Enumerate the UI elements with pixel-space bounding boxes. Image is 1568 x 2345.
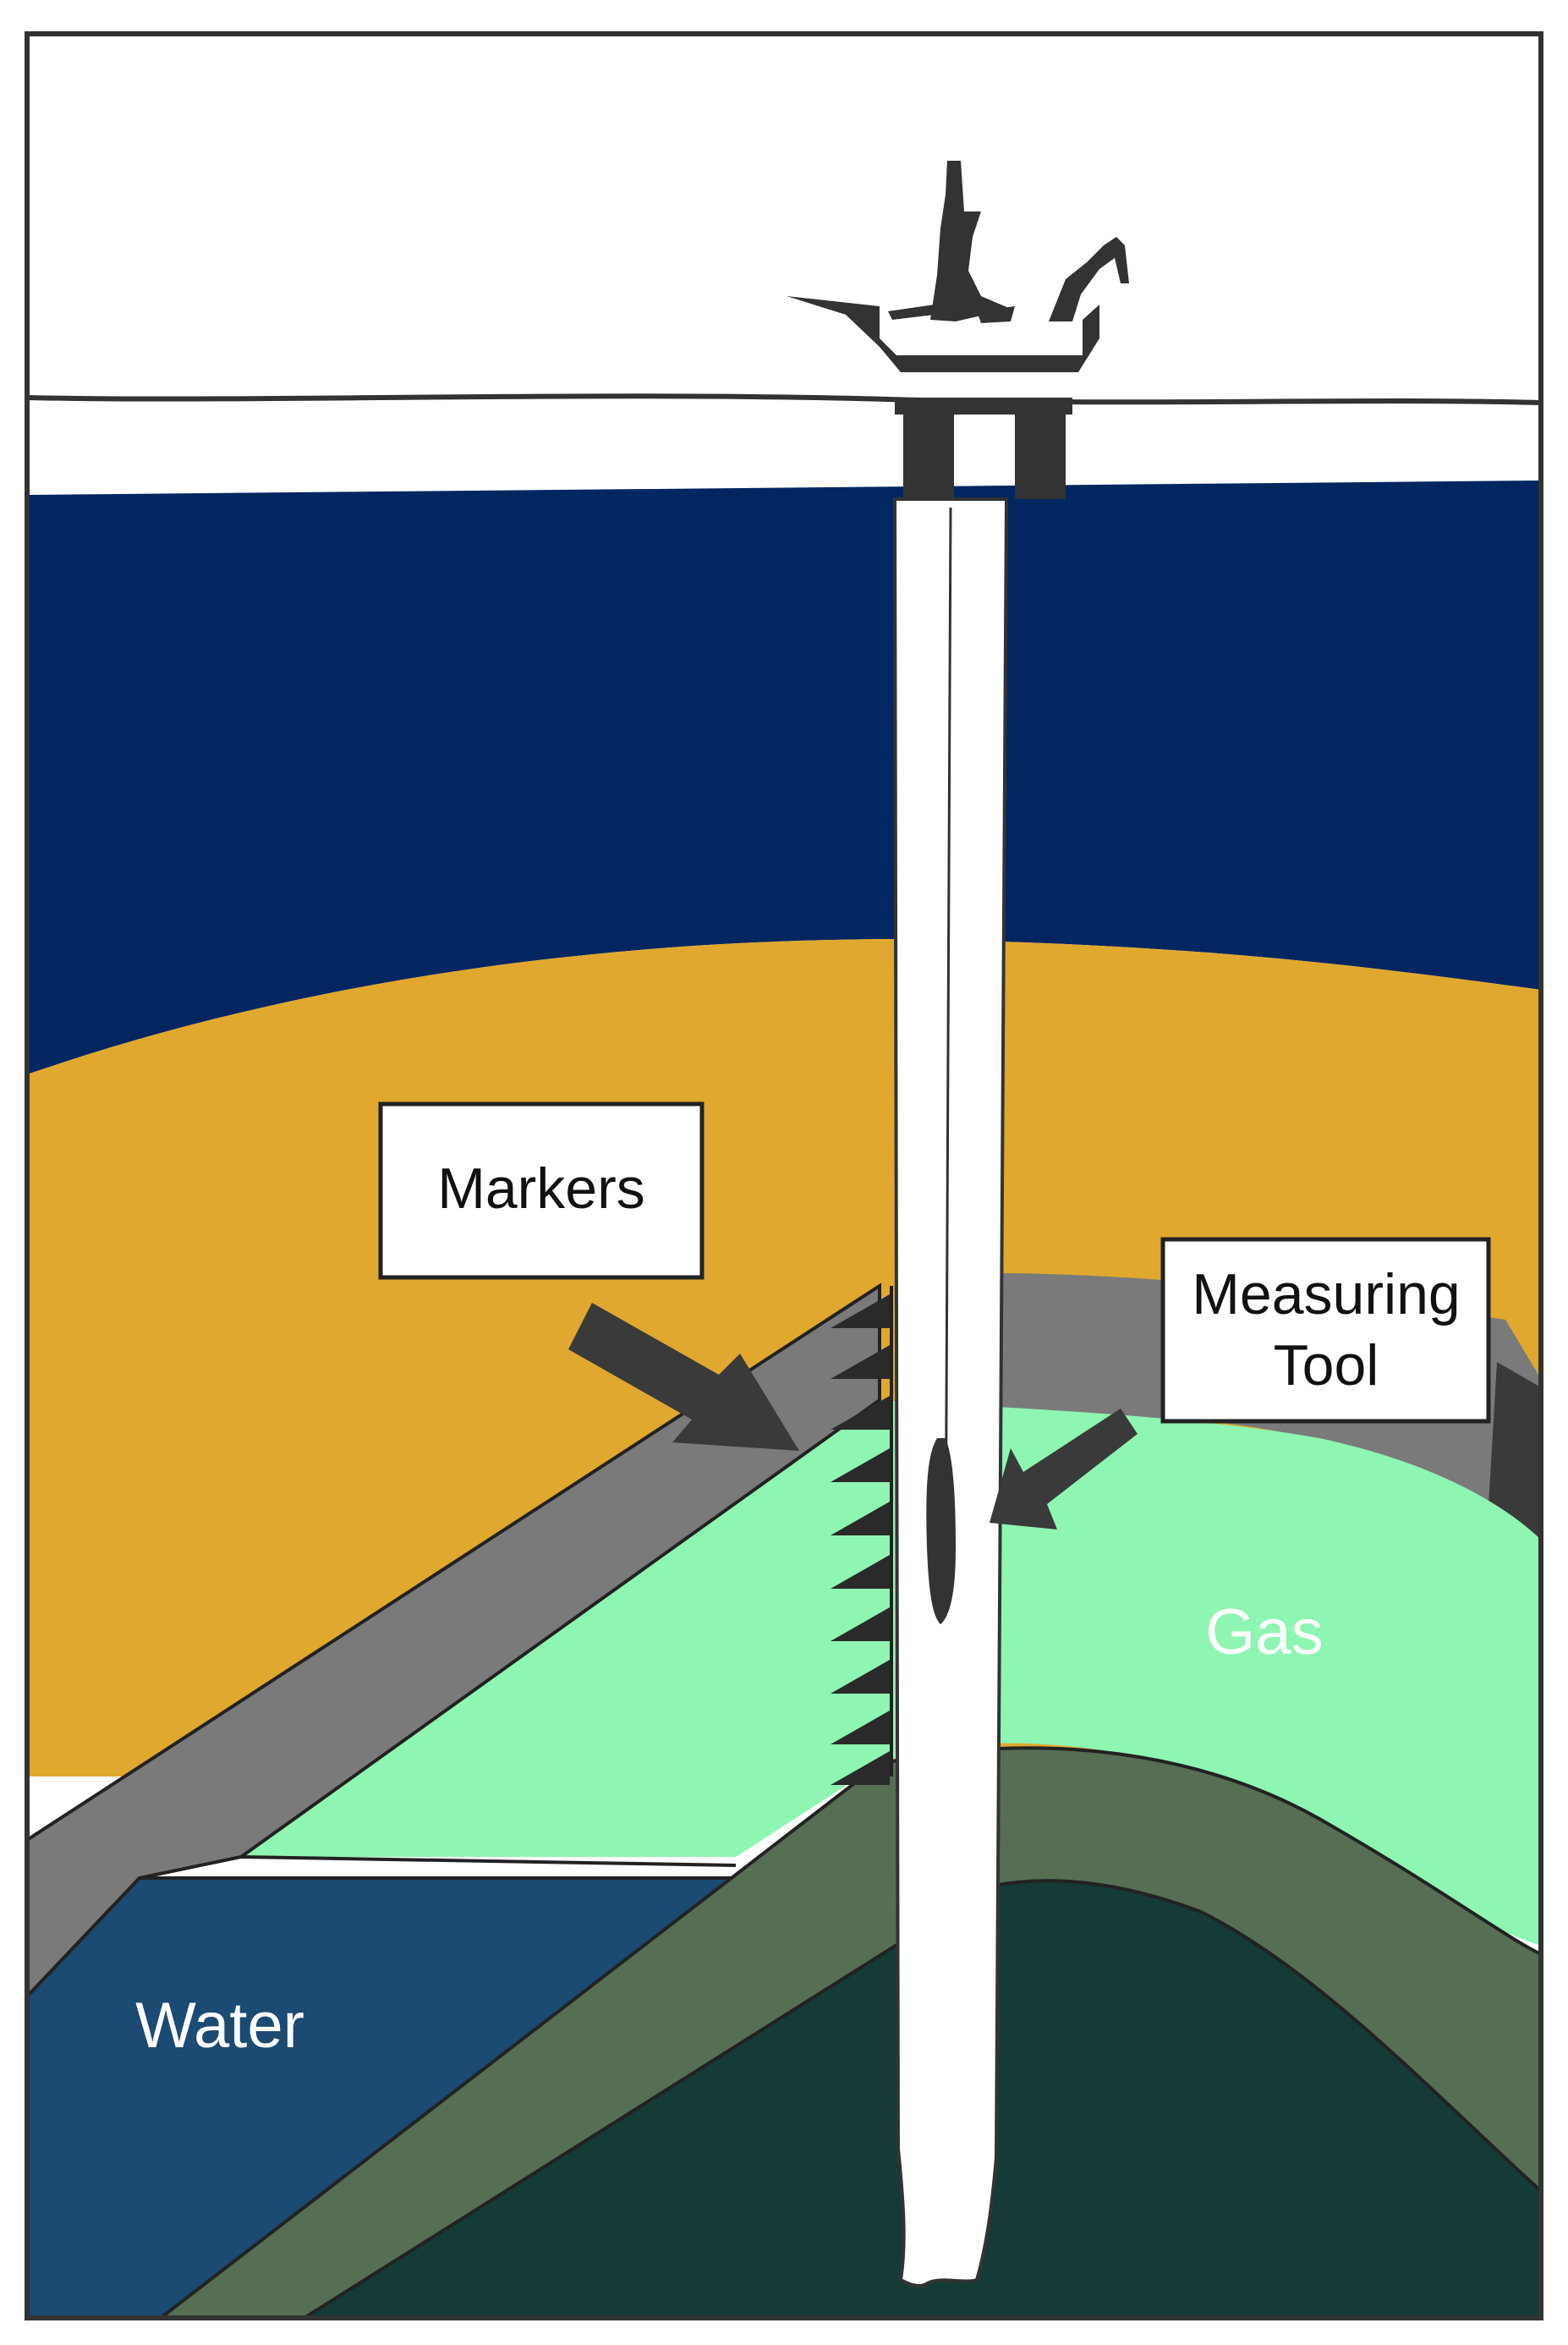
marker-triangle-icon (831, 1396, 890, 1430)
wellbore (892, 497, 1009, 2288)
marker-triangle-icon (831, 1555, 890, 1589)
markers-label: Markers (437, 1156, 645, 1221)
gas-label: Gas (1205, 1596, 1323, 1668)
gas-water-contact (240, 1855, 737, 1867)
markers-callout: Markers (378, 1101, 705, 1280)
rig-strut (977, 306, 1015, 323)
measuring-tool-arrow-icon (990, 1409, 1138, 1529)
markers-arrow-icon (568, 1303, 799, 1451)
marker-triangle-icon (831, 1345, 890, 1379)
markers-box (378, 1101, 705, 1280)
wellbore-centerline (944, 507, 952, 1591)
marker-triangles (831, 1294, 890, 1785)
measuring-tool-label-line2: Tool (1274, 1333, 1379, 1398)
rig-crane (1049, 237, 1129, 321)
marker-triangle-icon (831, 1711, 890, 1744)
marker-triangle-icon (831, 1294, 890, 1328)
sea-layer (27, 481, 1541, 1074)
marker-triangle-icon (831, 1660, 890, 1694)
marker-triangle-icon (831, 1448, 890, 1482)
rig-deck (787, 296, 1099, 372)
sea-surface-line (26, 393, 1542, 405)
sky-region (27, 34, 1541, 495)
marker-triangle-icon (831, 1607, 890, 1641)
water-label: Water (135, 1990, 304, 2062)
rig-crossbeam (895, 398, 1072, 415)
measuring-tool-probe (926, 1438, 956, 1624)
marker-triangle-icon (831, 1502, 890, 1535)
oil-platform-icon (787, 161, 1129, 499)
measuring-tool-label-line1: Measuring (1192, 1262, 1461, 1326)
cap-rock-shadow (1489, 1362, 1541, 1548)
rig-strut (888, 305, 935, 320)
measuring-tool-box (1160, 1237, 1491, 1424)
rig-derrick (930, 161, 1011, 321)
measuring-tool-callout: Measuring Tool (1160, 1237, 1491, 1424)
marker-triangle-icon (831, 1751, 890, 1785)
diagram-frame (25, 31, 1543, 2320)
